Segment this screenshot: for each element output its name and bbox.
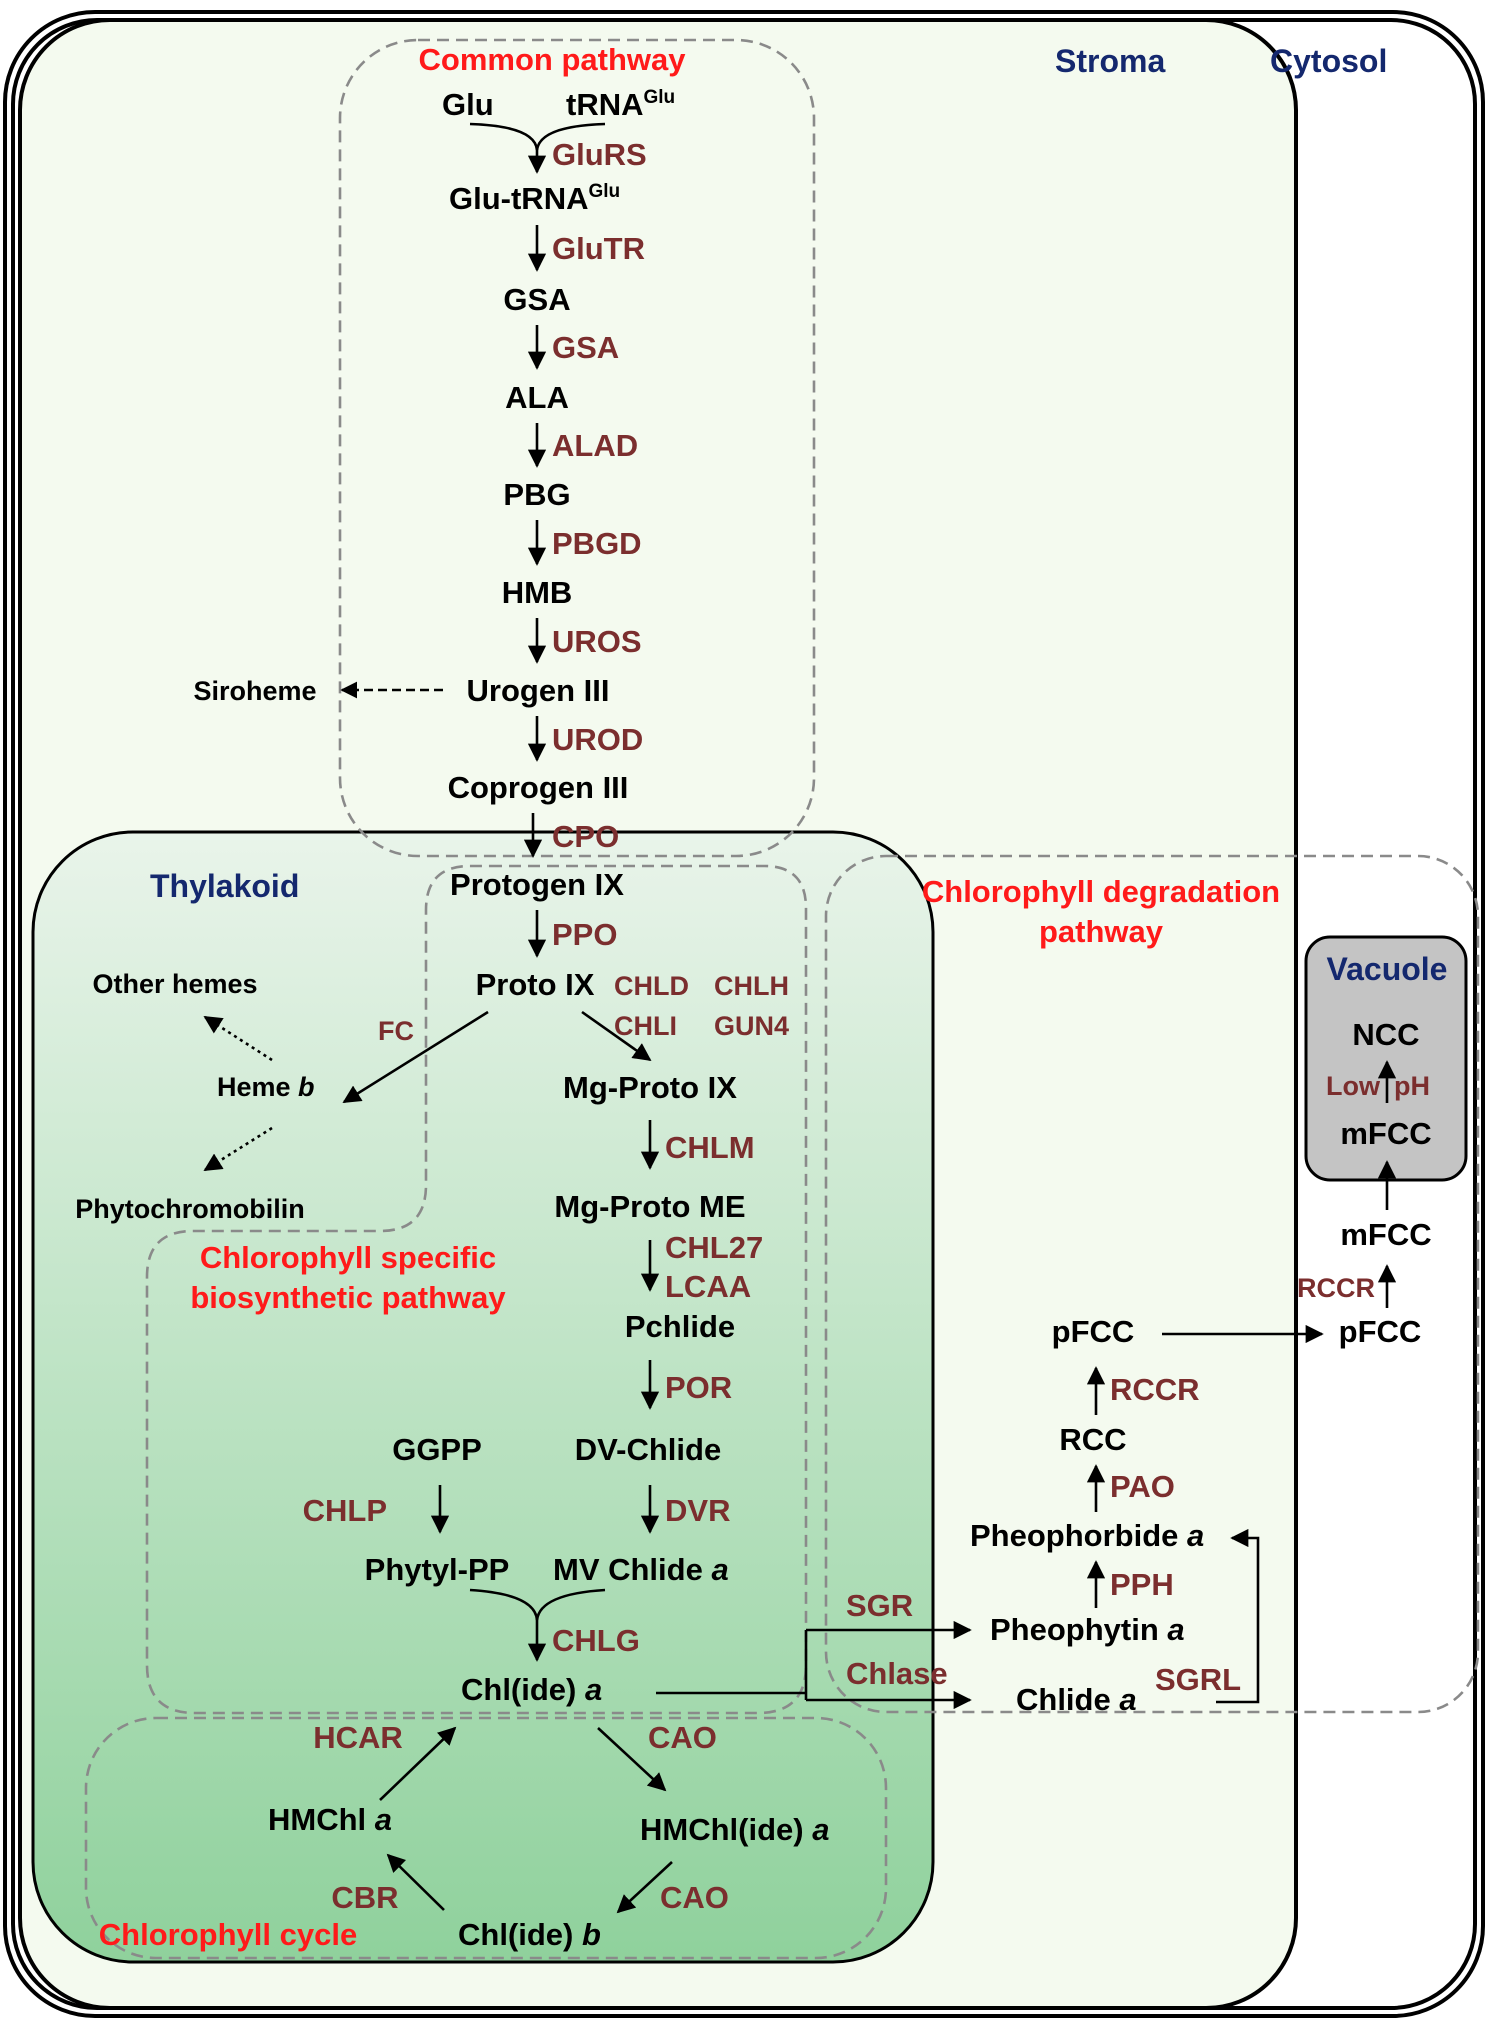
specific-pathway-title-line1: Chlorophyll specific xyxy=(200,1240,496,1275)
enzyme-glurs: GluRS xyxy=(552,137,647,172)
enzyme-cao-top: CAO xyxy=(648,1720,717,1755)
enzyme-gun4: GUN4 xyxy=(714,1011,789,1041)
vacuole-label: Vacuole xyxy=(1327,951,1448,987)
enzyme-urod: UROD xyxy=(552,722,643,757)
metabolite-chlide-b: Chl(ide) b xyxy=(458,1917,601,1952)
metabolite-rcc: RCC xyxy=(1059,1422,1126,1457)
metabolite-mfcc-cytosol: mFCC xyxy=(1340,1217,1431,1252)
fc-arrow xyxy=(342,1010,489,1104)
degradation-pathway-title-line2: pathway xyxy=(1039,914,1164,949)
enzyme-pao: PAO xyxy=(1110,1469,1175,1504)
hcar-arrow xyxy=(379,1726,457,1801)
chlorophyll-cycle-box xyxy=(84,1716,888,1960)
enzyme-rccr-stroma: RCCR xyxy=(1110,1372,1200,1407)
enzyme-chl27: CHL27 xyxy=(665,1230,763,1265)
enzyme-ph: pH xyxy=(1394,1071,1430,1101)
metabolite-chlide-a: Chl(ide) a xyxy=(461,1672,602,1707)
metabolite-siroheme: Siroheme xyxy=(193,676,316,706)
metabolite-hmb: HMB xyxy=(502,575,573,610)
phytochromobilin-arrow xyxy=(203,1126,273,1172)
metabolite-protogen-ix: Protogen IX xyxy=(450,867,624,902)
metabolite-phytochromobilin: Phytochromobilin xyxy=(75,1194,305,1224)
thylakoid-region xyxy=(31,830,935,1964)
metabolite-phytyl-pp: Phytyl-PP xyxy=(365,1552,510,1587)
mg-chelatase-arrow xyxy=(581,1010,652,1062)
metabolite-ggpp: GGPP xyxy=(392,1432,482,1467)
metabolite-hmchlide-a: HMChl(ide) a xyxy=(640,1812,829,1847)
enzyme-chlh: CHLH xyxy=(714,971,789,1001)
enzyme-chld: CHLD xyxy=(614,971,689,1001)
enzyme-alad: ALAD xyxy=(552,428,638,463)
enzyme-cbr: CBR xyxy=(331,1880,398,1915)
enzyme-lcaa: LCAA xyxy=(665,1269,751,1304)
enzyme-rccr-cytosol: RCCR xyxy=(1297,1273,1375,1303)
metabolite-trna-glu: tRNAGlu xyxy=(566,87,675,122)
sgrl-arrow xyxy=(1216,1528,1260,1704)
metabolite-mg-proto-me: Mg-Proto ME xyxy=(554,1189,745,1224)
enzyme-pph: PPH xyxy=(1110,1567,1174,1602)
metabolite-mv-chlide-a: MV Chlide a xyxy=(553,1552,729,1587)
specific-pathway-title-line2: biosynthetic pathway xyxy=(190,1280,506,1315)
enzyme-sgrl: SGRL xyxy=(1155,1662,1241,1697)
thylakoid-label: Thylakoid xyxy=(150,868,299,904)
metabolite-dv-chlide: DV-Chlide xyxy=(575,1432,721,1467)
metabolite-gsa: GSA xyxy=(503,282,570,317)
metabolite-pfcc-stroma: pFCC xyxy=(1052,1314,1135,1349)
enzyme-chlm: CHLM xyxy=(665,1130,755,1165)
degradation-pathway-title-line1: Chlorophyll degradation xyxy=(922,874,1280,909)
chlorophyll-degradation-box xyxy=(824,854,1480,1714)
metabolite-mg-proto-ix: Mg-Proto IX xyxy=(563,1070,737,1105)
metabolite-proto-ix: Proto IX xyxy=(476,967,595,1002)
metabolite-mfcc-vacuole: mFCC xyxy=(1340,1116,1431,1151)
enzyme-gsa: GSA xyxy=(552,330,619,365)
enzyme-chli: CHLI xyxy=(614,1011,677,1041)
chlorophyll-cycle-title: Chlorophyll cycle xyxy=(99,1917,357,1952)
metabolite-glu-trna: Glu-tRNAGlu xyxy=(449,181,620,216)
metabolite-pheophorbide-a: Pheophorbide a xyxy=(970,1518,1204,1553)
enzyme-uros: UROS xyxy=(552,624,642,659)
enzyme-chlase: Chlase xyxy=(846,1656,948,1691)
metabolite-hmchl-a: HMChl a xyxy=(268,1802,392,1837)
metabolite-ncc: NCC xyxy=(1352,1017,1419,1052)
metabolite-coprogen-iii: Coprogen III xyxy=(448,770,629,805)
metabolite-pheophytin-a: Pheophytin a xyxy=(990,1612,1185,1647)
metabolite-pbg: PBG xyxy=(503,477,570,512)
chlorophyll-specific-box xyxy=(145,864,808,1715)
metabolite-chlide-a-degradation: Chlide a xyxy=(1016,1682,1137,1717)
enzyme-low: Low xyxy=(1326,1071,1381,1101)
enzyme-hcar: HCAR xyxy=(313,1720,403,1755)
cytosol-label: Cytosol xyxy=(1270,43,1387,79)
enzyme-fc: FC xyxy=(378,1016,414,1046)
metabolite-pchlide: Pchlide xyxy=(625,1309,735,1344)
enzyme-cao-bottom: CAO xyxy=(660,1880,729,1915)
enzyme-dvr: DVR xyxy=(665,1493,730,1528)
enzyme-sgr: SGR xyxy=(846,1588,913,1623)
metabolite-ala: ALA xyxy=(505,380,569,415)
metabolite-heme-b: Heme b xyxy=(217,1072,315,1102)
metabolite-other-hemes: Other hemes xyxy=(92,969,257,999)
metabolite-urogen-iii: Urogen III xyxy=(467,673,610,708)
enzyme-chlg: CHLG xyxy=(552,1623,640,1658)
cao-top-arrow xyxy=(597,1727,667,1792)
common-pathway-box xyxy=(338,38,816,858)
enzyme-ppo: PPO xyxy=(552,917,617,952)
cbr-arrow xyxy=(386,1853,445,1911)
metabolite-pfcc-cytosol: pFCC xyxy=(1339,1314,1422,1349)
enzyme-cpo: CPO xyxy=(552,819,619,854)
stroma-label: Stroma xyxy=(1055,43,1165,79)
enzyme-por: POR xyxy=(665,1370,732,1405)
enzyme-chlp: CHLP xyxy=(303,1493,387,1528)
metabolite-glu: Glu xyxy=(442,87,494,122)
cao-bottom-arrow xyxy=(616,1861,673,1914)
enzyme-pbgd: PBGD xyxy=(552,526,642,561)
common-pathway-title: Common pathway xyxy=(419,42,687,77)
enzyme-glutr: GluTR xyxy=(552,231,645,266)
